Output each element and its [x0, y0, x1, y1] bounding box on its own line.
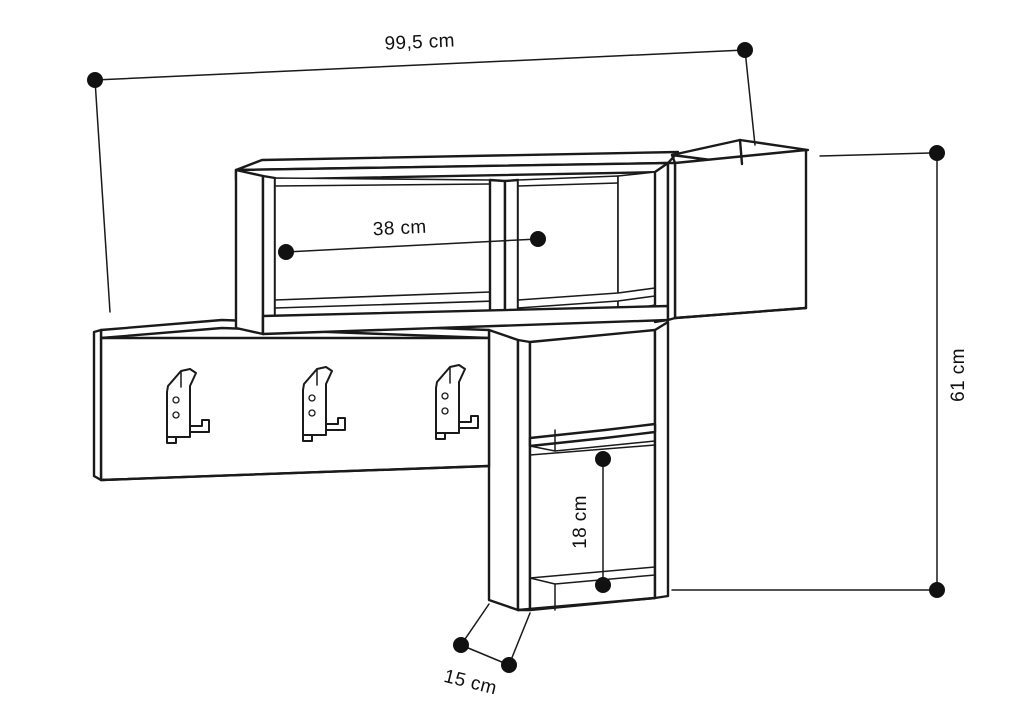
dimension-overall-width: 99,5 cm	[87, 30, 756, 313]
cabinet-door	[666, 138, 810, 322]
dimension-lower-compartment-height: 18 cm	[570, 451, 611, 593]
dimension-label-lower-compartment-height: 18 cm	[570, 495, 591, 549]
dimension-label-overall-width: 99,5 cm	[384, 30, 455, 54]
dimension-depth: 15 cm	[442, 603, 531, 699]
coat-hook-1	[166, 368, 210, 444]
dimension-label-shelf-compartment-width: 38 cm	[372, 217, 427, 241]
lower-column-bottom	[529, 566, 656, 611]
dimension-label-depth: 15 cm	[442, 666, 499, 699]
dimension-shelf-compartment-width: 38 cm	[278, 217, 546, 260]
dimension-label-overall-height: 61 cm	[948, 348, 969, 402]
lower-column	[487, 320, 670, 612]
lower-shelf	[528, 422, 657, 456]
upper-shelf-unit	[234, 150, 680, 336]
coat-hook-2	[302, 366, 346, 442]
coat-hook-3	[435, 364, 479, 440]
dimension-overall-height: 61 cm	[671, 145, 969, 598]
hook-panel	[92, 318, 491, 482]
